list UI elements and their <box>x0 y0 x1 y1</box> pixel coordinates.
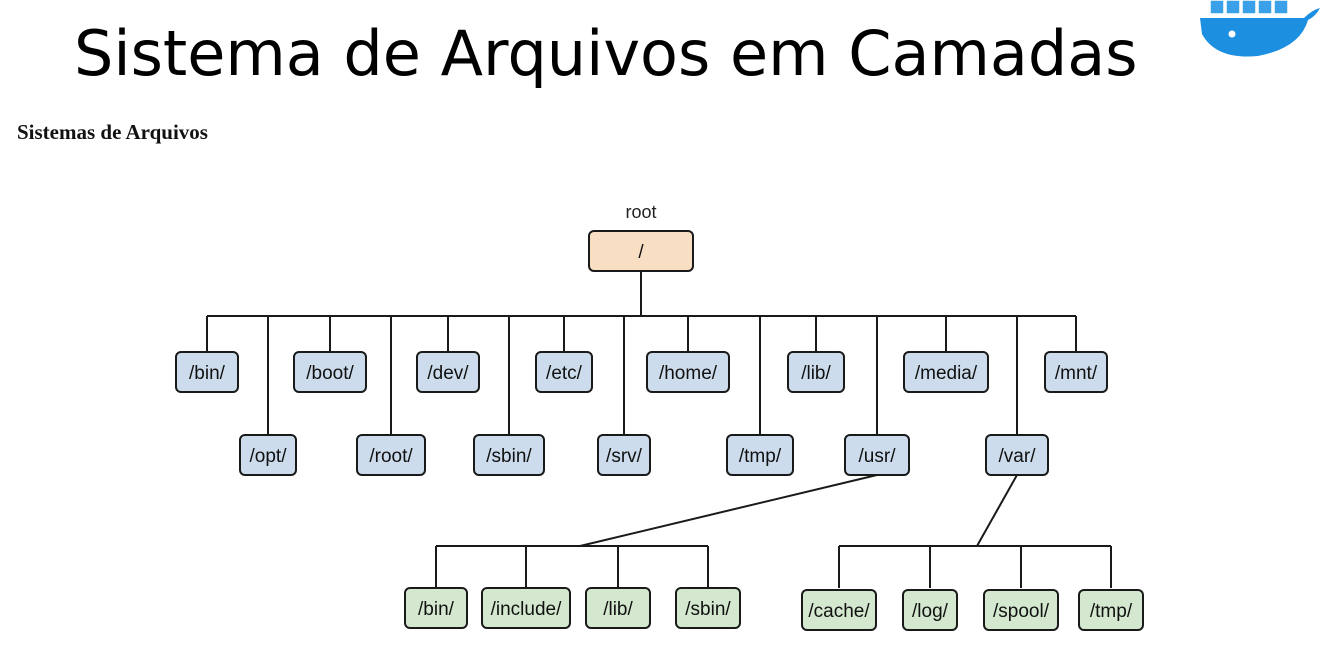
dir-node-0-label: /bin/ <box>189 363 226 384</box>
dir-node-10-box <box>787 351 845 393</box>
dir-node-9: /tmp/ <box>726 434 794 476</box>
usr-child-node-2-box <box>585 587 651 629</box>
var-child-node-0-label: /cache/ <box>808 601 870 622</box>
dir-node-2: /boot/ <box>293 351 367 393</box>
dir-node-6: /etc/ <box>535 351 593 393</box>
dir-node-8: /home/ <box>646 351 730 393</box>
dir-node-5-label: /sbin/ <box>486 446 532 467</box>
usr-child-node-0-box <box>404 587 468 629</box>
usr-child-node-0: /bin/ <box>404 587 468 629</box>
dir-node-12-box <box>903 351 989 393</box>
dir-node-9-label: /tmp/ <box>739 446 782 467</box>
section-heading: Sistemas de Arquivos <box>17 120 208 144</box>
usr-child-node-0-label: /bin/ <box>418 599 455 620</box>
page-title: Sistema de Arquivos em Camadas <box>74 17 1138 90</box>
dir-node-1-label: /opt/ <box>250 446 288 467</box>
dir-node-14-box <box>1044 351 1108 393</box>
var-child-node-2-box <box>983 589 1059 631</box>
dir-node-1-box <box>239 434 297 476</box>
dir-node-3-label: /root/ <box>369 446 413 467</box>
dir-node-3-box <box>356 434 426 476</box>
dir-node-10: /lib/ <box>787 351 845 393</box>
dir-node-7: /srv/ <box>597 434 651 476</box>
dir-node-5-box <box>473 434 545 476</box>
root-node: / <box>588 230 694 272</box>
dir-node-7-box <box>597 434 651 476</box>
var-child-node-1-box <box>902 589 958 631</box>
dir-node-12-label: /media/ <box>915 363 978 384</box>
usr-child-node-1-label: /include/ <box>491 599 562 620</box>
usr-connector <box>579 474 878 547</box>
var-child-node-3-box <box>1078 589 1144 631</box>
dir-node-9-box <box>726 434 794 476</box>
dir-node-0-box <box>175 351 239 393</box>
dir-node-14: /mnt/ <box>1044 351 1108 393</box>
dir-node-12: /media/ <box>903 351 989 393</box>
var-child-node-1-label: /log/ <box>912 601 949 622</box>
dir-node-5: /sbin/ <box>473 434 545 476</box>
dir-node-3: /root/ <box>356 434 426 476</box>
usr-child-node-3: /sbin/ <box>675 587 741 629</box>
root-node-box <box>588 230 694 272</box>
dir-node-6-label: /etc/ <box>546 363 583 384</box>
dir-node-11-label: /usr/ <box>859 446 897 467</box>
var-child-node-3: /tmp/ <box>1078 589 1144 631</box>
dir-node-1: /opt/ <box>239 434 297 476</box>
dir-node-8-label: /home/ <box>659 363 718 384</box>
dir-node-4: /dev/ <box>416 351 480 393</box>
usr-child-node-2-label: /lib/ <box>603 599 633 620</box>
root-caption: root <box>625 202 656 222</box>
usr-child-node-1-box <box>481 587 571 629</box>
dir-node-8-box <box>646 351 730 393</box>
dir-node-14-label: /mnt/ <box>1055 363 1098 384</box>
usr-child-node-2: /lib/ <box>585 587 651 629</box>
var-child-node-2-label: /spool/ <box>993 601 1050 622</box>
dir-node-2-box <box>293 351 367 393</box>
dir-node-7-label: /srv/ <box>606 446 643 467</box>
var-connector <box>976 474 1018 547</box>
dir-node-13-box <box>985 434 1049 476</box>
dir-node-13: /var/ <box>985 434 1049 476</box>
root-node-label: / <box>638 242 644 263</box>
var-child-node-1: /log/ <box>902 589 958 631</box>
var-child-node-0: /cache/ <box>801 589 877 631</box>
var-child-node-3-label: /tmp/ <box>1090 601 1133 622</box>
usr-child-node-3-box <box>675 587 741 629</box>
docker-whale-icon <box>1200 0 1320 57</box>
dir-node-11-box <box>844 434 910 476</box>
var-child-node-2: /spool/ <box>983 589 1059 631</box>
dir-node-10-label: /lib/ <box>801 363 831 384</box>
dir-node-2-label: /boot/ <box>306 363 354 384</box>
dir-node-0: /bin/ <box>175 351 239 393</box>
var-child-node-0-box <box>801 589 877 631</box>
dir-node-13-label: /var/ <box>999 446 1037 467</box>
dir-node-4-box <box>416 351 480 393</box>
usr-child-node-3-label: /sbin/ <box>685 599 731 620</box>
dir-node-4-label: /dev/ <box>427 363 469 384</box>
dir-node-6-box <box>535 351 593 393</box>
usr-child-node-1: /include/ <box>481 587 571 629</box>
dir-node-11: /usr/ <box>844 434 910 476</box>
